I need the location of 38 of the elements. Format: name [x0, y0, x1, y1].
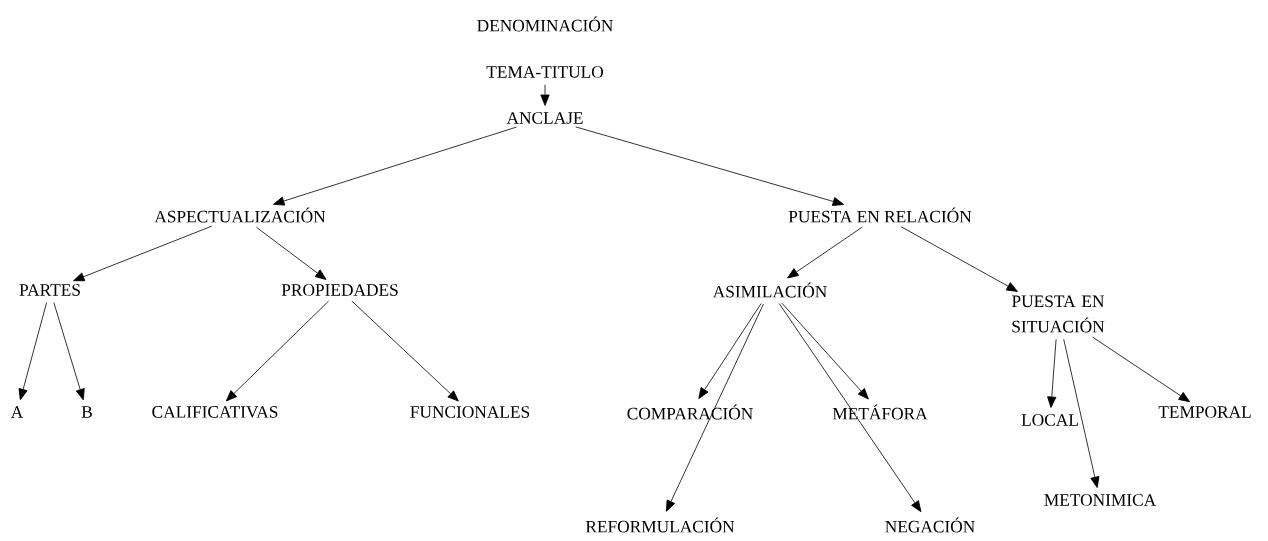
arrow	[781, 302, 869, 400]
node-text: PROPIEDADES	[281, 284, 398, 296]
node-text: PUESTA EN RELACIÓN	[788, 207, 972, 223]
node-text: TEMPORAL	[1158, 406, 1251, 418]
node-text: TEMA-TITULO	[486, 66, 604, 78]
arrow	[787, 226, 863, 279]
node-text: ASPECTUALIZACIÓN	[154, 207, 326, 223]
arrow	[225, 300, 329, 402]
arrow	[575, 126, 844, 206]
node-text: METONIMICA	[1044, 494, 1157, 506]
arrow	[778, 303, 922, 513]
arrow	[351, 300, 459, 402]
arrow	[666, 303, 764, 512]
node-text: LOCAL	[1021, 414, 1078, 426]
arrow	[73, 225, 213, 282]
node-text: PARTES	[19, 284, 80, 296]
node-text: ANCLAJE	[506, 112, 583, 124]
arrow	[1047, 339, 1057, 408]
arrow	[1092, 336, 1191, 403]
arrow	[273, 126, 517, 206]
node-text: COMPARACIÓN	[627, 404, 753, 420]
node-text: PUESTA EN SITUACIÓN	[1012, 295, 1105, 333]
heading-text: DENOMINACIÓN	[477, 16, 613, 32]
arrow	[53, 302, 85, 401]
node-text: METÁFORA	[832, 404, 928, 420]
arrow	[256, 226, 327, 280]
node-text: A	[10, 406, 24, 418]
arrow	[698, 303, 762, 399]
node-text: ASIMILACIÓN	[712, 282, 827, 298]
node-text: B	[81, 406, 92, 418]
arrow	[18, 302, 47, 401]
arrow	[540, 84, 550, 106]
node-text: NEGACIÓN	[885, 517, 975, 533]
node-text: REFORMULACIÓN	[585, 517, 735, 533]
arrow	[1063, 338, 1100, 488]
node-text: FUNCIONALES	[410, 406, 530, 418]
node-text: CALIFICATIVAS	[152, 406, 278, 418]
arrow	[900, 226, 1018, 292]
